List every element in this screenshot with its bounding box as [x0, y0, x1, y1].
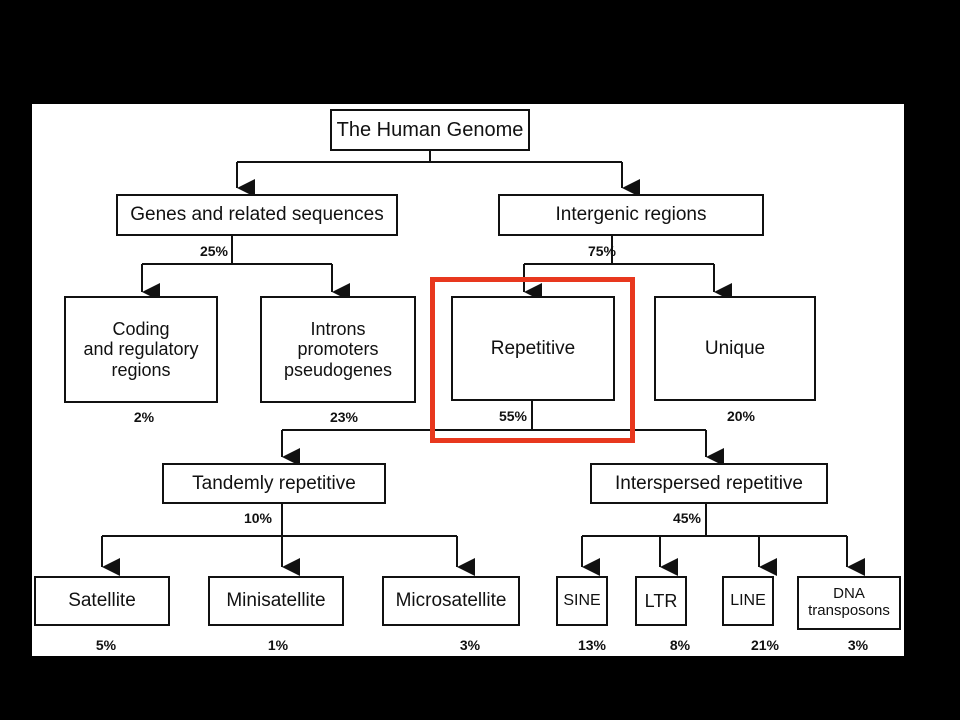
node-satellite-label: Satellite: [68, 590, 136, 612]
node-dna-line2: transposons: [808, 602, 890, 619]
node-line-label: LINE: [730, 592, 766, 610]
sine-percent: 13%: [577, 637, 607, 653]
node-coding: Coding and regulatory regions: [64, 296, 218, 403]
node-satellite: Satellite: [34, 576, 170, 626]
genes-percent: 25%: [199, 243, 229, 259]
node-line: LINE: [722, 576, 774, 626]
highlight-frame: [430, 277, 635, 443]
microsatellite-percent: 3%: [459, 637, 481, 653]
diagram-panel: The Human Genome Genes and related seque…: [32, 104, 904, 656]
node-introns-line1: Introns: [310, 319, 366, 340]
node-unique-label: Unique: [704, 337, 766, 359]
intergenic-percent: 75%: [587, 243, 617, 259]
satellite-percent: 5%: [95, 637, 117, 653]
node-coding-line1: Coding: [112, 319, 170, 340]
node-minisatellite-label: Minisatellite: [226, 590, 326, 612]
minisatellite-percent: 1%: [267, 637, 289, 653]
node-introns-line3: pseudogenes: [283, 359, 393, 380]
node-dna-line1: DNA: [833, 585, 865, 603]
unique-percent: 20%: [726, 408, 756, 424]
node-minisatellite: Minisatellite: [208, 576, 344, 626]
node-human-genome-label: The Human Genome: [336, 118, 524, 141]
coding-percent: 2%: [133, 409, 155, 425]
connector-lines: [101, 149, 865, 576]
node-ltr: LTR: [635, 576, 687, 626]
node-microsatellite-label: Microsatellite: [395, 590, 507, 612]
node-genes: Genes and related sequences: [116, 194, 398, 236]
repetitive-percent: 55%: [498, 408, 528, 424]
node-introns-line2: promoters: [297, 339, 379, 360]
node-coding-line2: and regulatory: [83, 339, 199, 360]
dna-percent: 3%: [847, 637, 869, 653]
node-interspersed-label: Interspersed repetitive: [615, 472, 803, 494]
node-intergenic-label: Intergenic regions: [555, 204, 707, 226]
node-ltr-label: LTR: [644, 590, 678, 611]
node-intergenic: Intergenic regions: [498, 194, 764, 236]
interspersed-percent: 45%: [672, 510, 702, 526]
node-microsatellite: Microsatellite: [382, 576, 520, 626]
introns-percent: 23%: [329, 409, 359, 425]
node-sine-label: SINE: [563, 592, 601, 610]
node-interspersed: Interspersed repetitive: [590, 463, 828, 504]
node-repetitive: Repetitive: [451, 296, 615, 401]
ltr-percent: 8%: [669, 637, 691, 653]
node-coding-line3: regions: [111, 359, 171, 380]
node-sine: SINE: [556, 576, 608, 626]
node-unique: Unique: [654, 296, 816, 401]
node-dna-transposons: DNA transposons: [797, 576, 901, 630]
node-tandem-label: Tandemly repetitive: [192, 472, 356, 494]
node-repetitive-label: Repetitive: [490, 337, 576, 359]
tandem-percent: 10%: [243, 510, 273, 526]
line-percent: 21%: [750, 637, 780, 653]
node-introns: Introns promoters pseudogenes: [260, 296, 416, 403]
node-human-genome: The Human Genome: [330, 109, 530, 151]
node-tandem: Tandemly repetitive: [162, 463, 386, 504]
node-genes-label: Genes and related sequences: [130, 204, 384, 226]
